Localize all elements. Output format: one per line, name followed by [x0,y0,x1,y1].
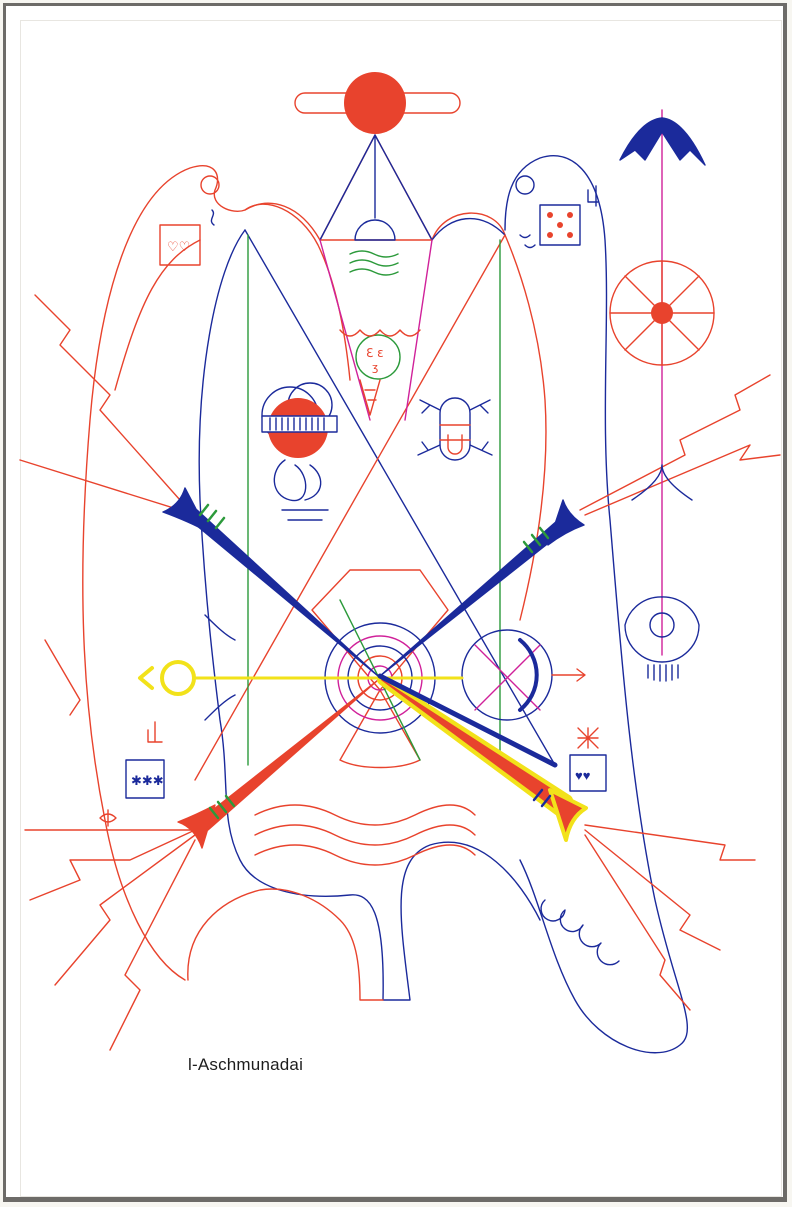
svg-text:ℇ ε: ℇ ε [366,346,384,360]
svg-text:♥♥: ♥♥ [575,768,591,783]
top-sun [295,72,460,134]
card-stars: ✱✱✱ [126,760,164,798]
svg-text:ʒ: ʒ [372,361,378,374]
red-horn-left [178,680,378,848]
left-rays [20,295,195,1050]
svg-text:♡♡: ♡♡ [167,239,190,254]
yellow-glyph-line [140,662,462,694]
right-rays [580,375,780,1010]
right-blue-lobe [505,156,687,1053]
right-ring [462,630,585,720]
figure-caption: l-Aschmunadai [188,1055,303,1075]
red-medallion [262,383,337,520]
card-hearts: ♡♡ [160,225,200,265]
blue-horn-right [380,500,584,676]
card-spades: ♥♥ [570,728,606,791]
svg-text:✱✱✱: ✱✱✱ [131,773,164,788]
bug-glyph [418,398,492,460]
pendulum [610,110,714,681]
card-five-dots [540,205,580,245]
left-red-lobe [83,166,320,980]
central-triangle [320,135,432,275]
